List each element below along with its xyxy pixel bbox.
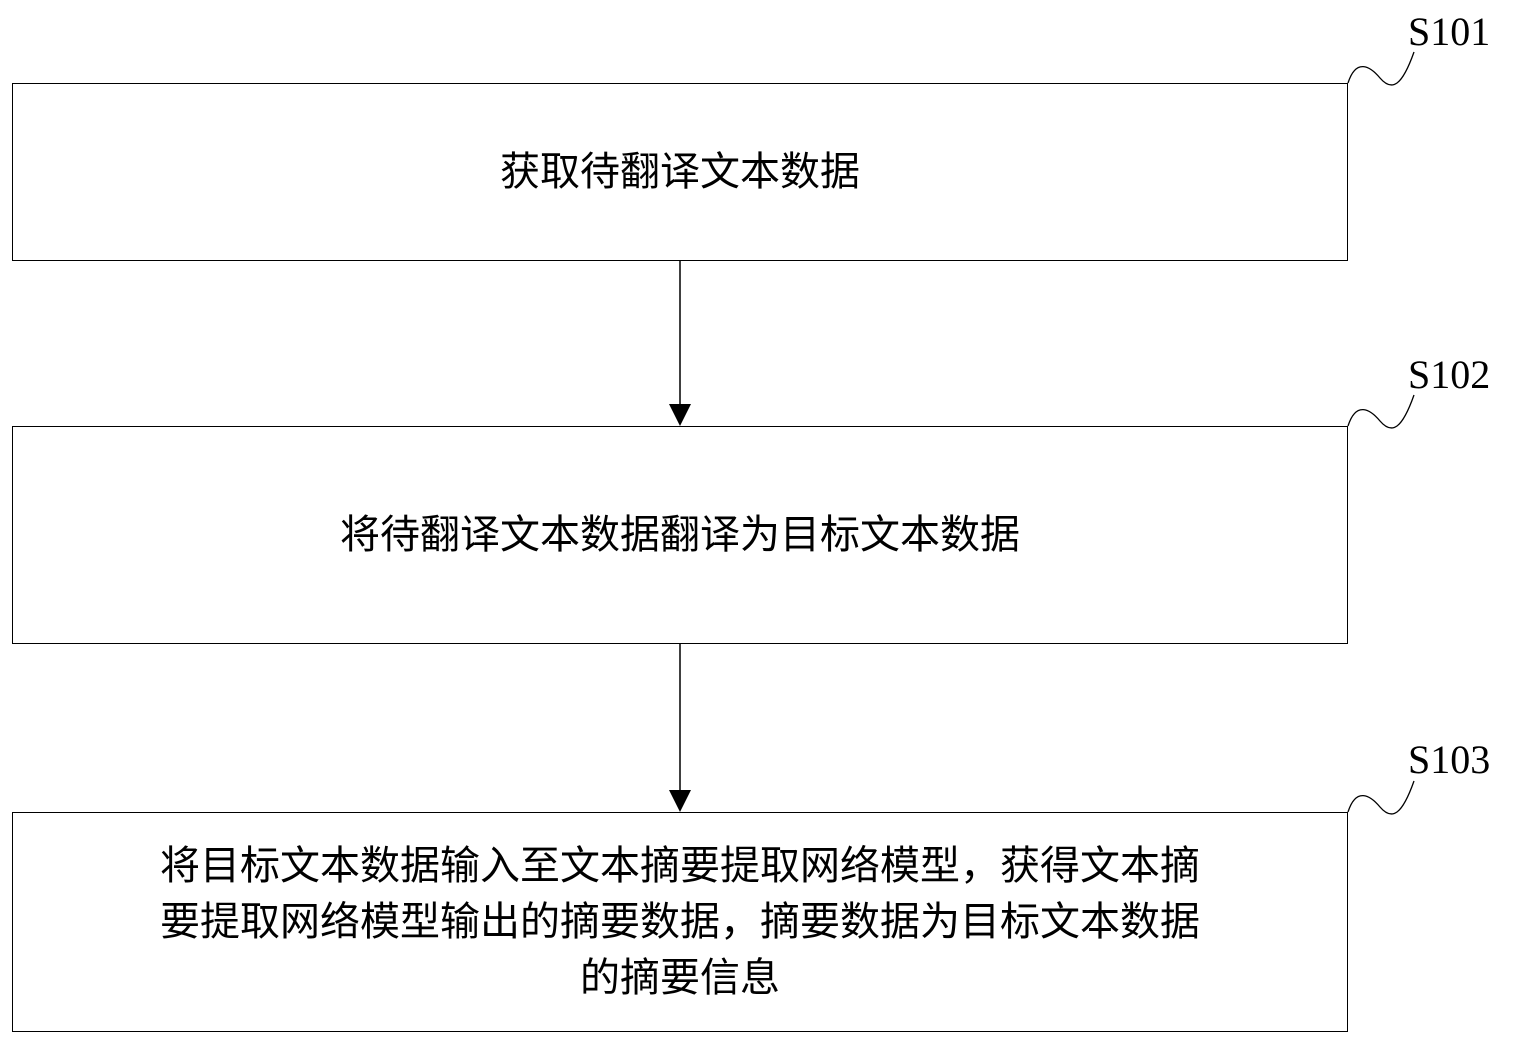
leader-line-s102 xyxy=(1347,394,1415,429)
leader-line-s101 xyxy=(1347,51,1415,86)
step-label-s101: S101 xyxy=(1408,9,1491,54)
step-label-s103: S103 xyxy=(1408,737,1491,782)
arrow-s101-to-s102 xyxy=(669,261,691,426)
step-text-s101: 获取待翻译文本数据 xyxy=(500,149,860,195)
arrow-s102-to-s103 xyxy=(669,644,691,812)
step-box-s103: 将目标文本数据输入至文本摘要提取网络模型，获得文本摘 要提取网络模型输出的摘要数… xyxy=(12,812,1348,1032)
step-box-s102: 将待翻译文本数据翻译为目标文本数据 xyxy=(12,426,1348,644)
leader-line-s103 xyxy=(1347,780,1415,815)
step-text-s103: 将目标文本数据输入至文本摘要提取网络模型，获得文本摘 要提取网络模型输出的摘要数… xyxy=(160,843,1200,1001)
step-text-s102: 将待翻译文本数据翻译为目标文本数据 xyxy=(340,512,1020,558)
step-box-s101: 获取待翻译文本数据 xyxy=(12,83,1348,261)
step-label-s102: S102 xyxy=(1408,352,1491,397)
